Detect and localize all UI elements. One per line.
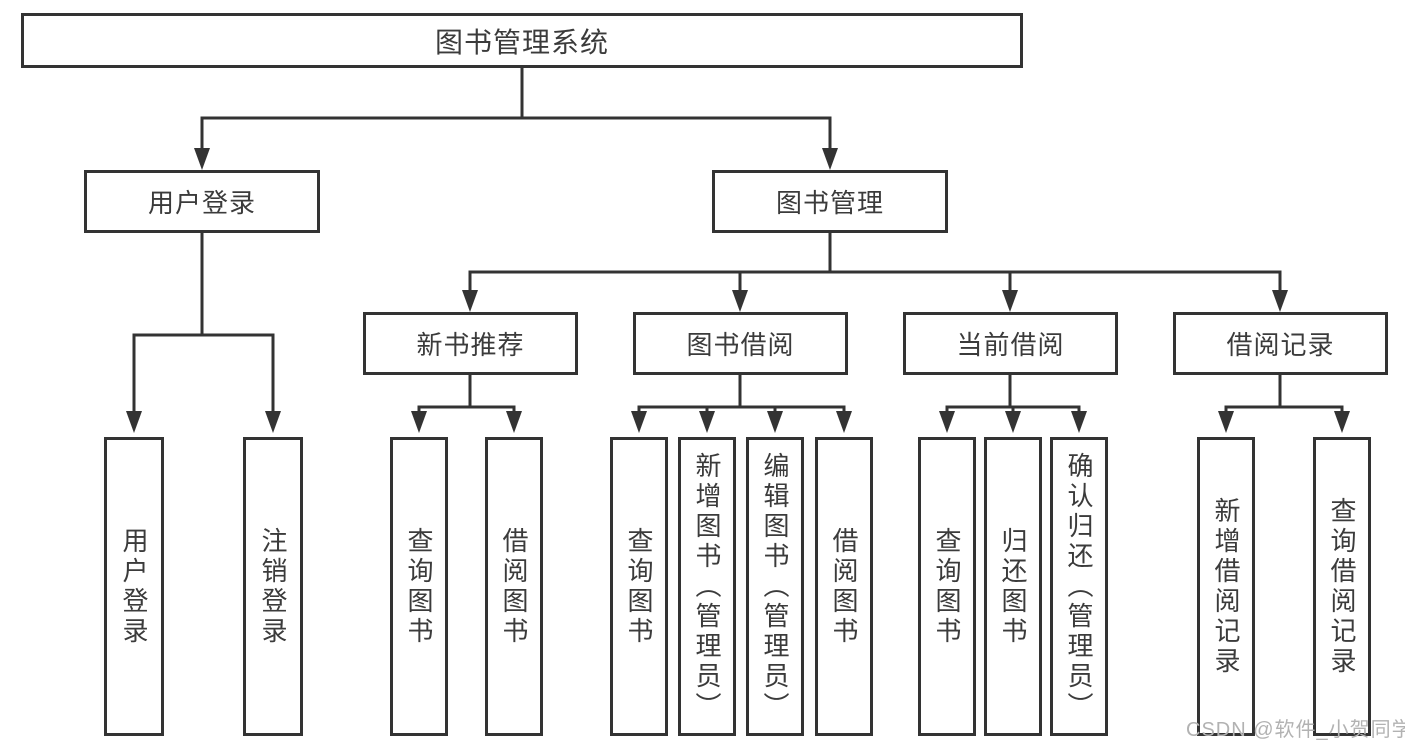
leaf-label: 注销登录 (258, 526, 288, 647)
leaf-node-add-books-admin: 新增图书（管理员） (678, 437, 736, 736)
leaf-label: 归还图书 (998, 526, 1028, 647)
connector-new-books-leaves (417, 375, 516, 413)
leaf-node-borrow-books-recommend: 借阅图书 (485, 437, 543, 736)
connector-user-login-branch (132, 233, 275, 413)
leaf-node-query-books-recommend: 查询图书 (390, 437, 448, 736)
leaf-node-logout: 注销登录 (243, 437, 303, 736)
leaf-label: 新增借阅记录 (1211, 496, 1241, 677)
connector-root-to-level2 (200, 68, 832, 150)
node-book-management: 图书管理 (712, 170, 948, 233)
arrowheads-leaves (411, 411, 1350, 433)
leaf-node-confirm-return-admin: 确认归还（管理员） (1050, 437, 1108, 736)
node-book-borrow-label: 图书借阅 (686, 330, 795, 360)
leaf-label: 查询图书 (624, 526, 654, 647)
arrowheads-level3 (462, 290, 1288, 312)
leaf-label: 借阅图书 (499, 526, 529, 647)
leaf-label: 借阅图书 (829, 526, 859, 647)
node-library-system: 图书管理系统 (21, 13, 1023, 68)
node-user-login-label: 用户登录 (147, 188, 256, 218)
leaf-node-query-books-current: 查询图书 (918, 437, 976, 736)
node-current-borrow-label: 当前借阅 (956, 330, 1065, 360)
leaf-node-add-borrow-record: 新增借阅记录 (1197, 437, 1255, 736)
node-user-login: 用户登录 (84, 170, 320, 233)
arrowheads-user-login-leaves (126, 411, 281, 433)
node-borrow-records-label: 借阅记录 (1226, 330, 1335, 360)
leaf-label: 新增图书（管理员） (692, 451, 722, 722)
leaf-label: 用户登录 (119, 526, 149, 647)
leaf-label: 编辑图书（管理员） (760, 451, 790, 722)
connector-current-borrow-leaves (945, 375, 1081, 413)
node-book-borrow: 图书借阅 (633, 312, 848, 375)
leaf-node-edit-books-admin: 编辑图书（管理员） (746, 437, 804, 736)
leaf-node-query-books: 查询图书 (610, 437, 668, 736)
node-borrow-records: 借阅记录 (1173, 312, 1388, 375)
watermark: CSDN @软件_小贺同学 (1186, 719, 1405, 741)
leaf-node-return-books: 归还图书 (984, 437, 1042, 736)
connector-book-management-branch (468, 233, 1282, 292)
node-new-book-recommend: 新书推荐 (363, 312, 578, 375)
node-library-system-label: 图书管理系统 (434, 26, 609, 58)
leaf-node-user-login: 用户登录 (104, 437, 164, 736)
node-new-book-recommend-label: 新书推荐 (416, 330, 525, 360)
leaf-label: 查询图书 (404, 526, 434, 647)
leaf-node-borrow-books: 借阅图书 (815, 437, 873, 736)
leaf-label: 查询图书 (932, 526, 962, 647)
node-book-management-label: 图书管理 (775, 188, 884, 218)
leaf-node-query-borrow-record: 查询借阅记录 (1313, 437, 1371, 736)
leaf-label: 确认归还（管理员） (1064, 451, 1094, 722)
arrowheads-level2 (194, 148, 838, 170)
leaf-label: 查询借阅记录 (1327, 496, 1357, 677)
connector-borrow-records-leaves (1224, 375, 1344, 413)
node-current-borrow: 当前借阅 (903, 312, 1118, 375)
connector-book-borrow-leaves (637, 375, 846, 413)
